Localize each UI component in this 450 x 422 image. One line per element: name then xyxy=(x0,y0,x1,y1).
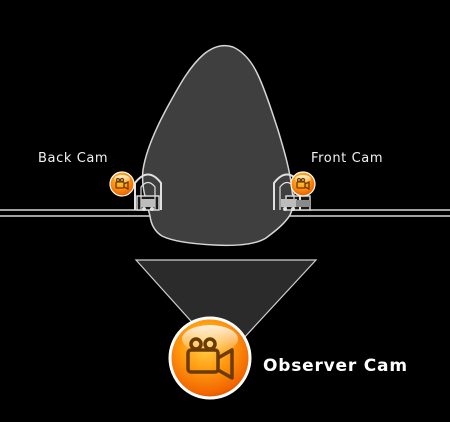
observer-cam-label: Observer Cam xyxy=(263,356,408,376)
back-cam-icon[interactable] xyxy=(109,171,135,197)
video-camera-icon xyxy=(296,177,310,191)
front-cam-icon[interactable] xyxy=(290,171,316,197)
video-camera-icon xyxy=(115,177,129,191)
observer-cam-icon[interactable] xyxy=(168,316,252,400)
video-camera-icon xyxy=(186,337,234,380)
front-cam-label: Front Cam xyxy=(311,151,384,166)
back-cam-label: Back Cam xyxy=(38,151,109,166)
mountain xyxy=(141,44,294,247)
back-tunnel-portal xyxy=(134,173,162,211)
